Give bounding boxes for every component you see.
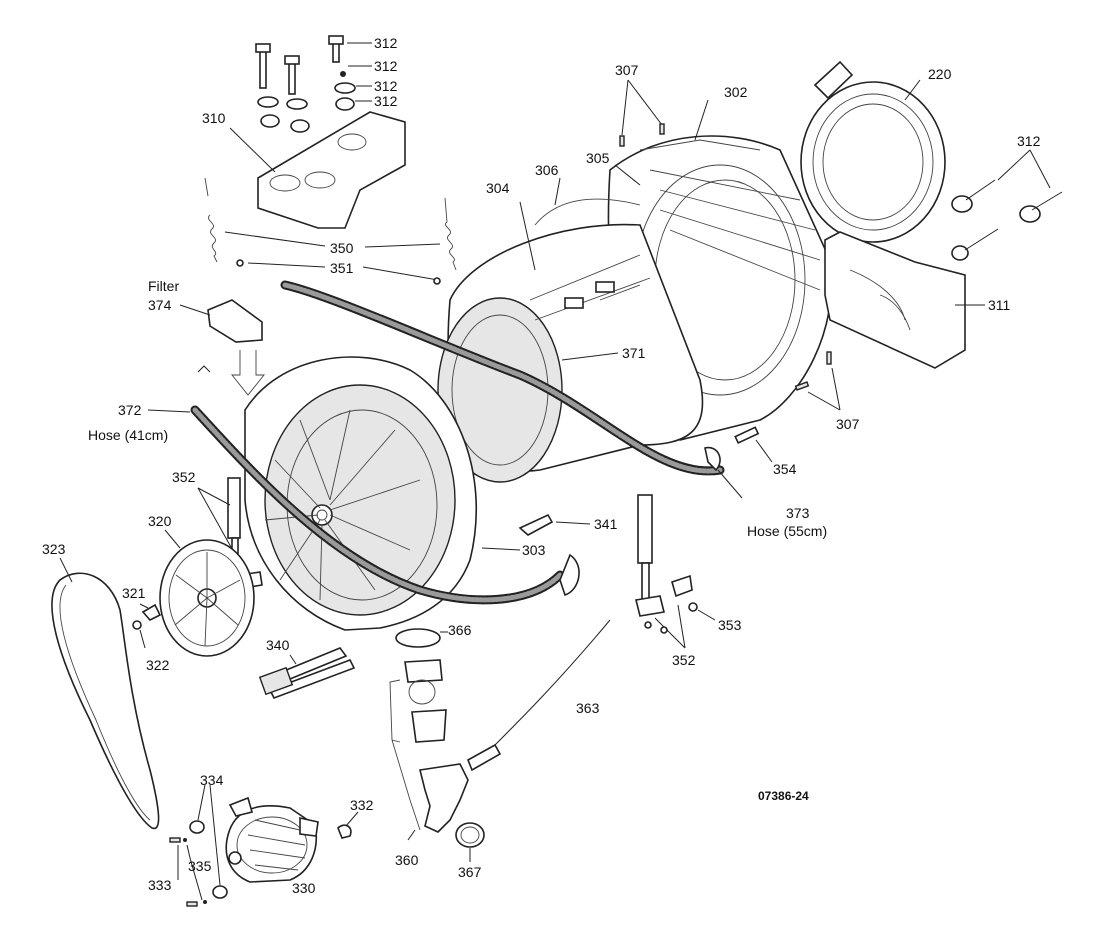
hoses (147, 280, 743, 605)
pulley-320 (159, 529, 255, 657)
counterweight-310 (229, 111, 406, 229)
label-373: 373 (786, 505, 810, 521)
small-parts-321-322 (132, 603, 162, 649)
label-333: 333 (148, 877, 172, 893)
label-312b: 312 (374, 58, 398, 74)
motor-330 (225, 796, 319, 883)
label-332: 332 (350, 797, 374, 813)
label-322: 322 (146, 657, 170, 673)
label-330: 330 (292, 880, 316, 896)
label-334: 334 (200, 772, 224, 788)
label-350: 350 (330, 240, 354, 256)
label-307b: 307 (836, 416, 860, 432)
rear-tub-303 (244, 356, 521, 631)
label-341: 341 (594, 516, 618, 532)
label-371: 371 (622, 345, 646, 361)
pump-assembly-360 (389, 628, 485, 862)
label-320: 320 (148, 513, 172, 529)
label-323: 323 (42, 541, 66, 557)
label-354: 354 (773, 461, 797, 477)
clips-341-353 (518, 513, 716, 634)
label-302: 302 (724, 84, 748, 100)
label-352a: 352 (172, 469, 196, 485)
label-335: 335 (188, 858, 212, 874)
mounting-bolts (255, 35, 372, 133)
label-hose-55cm: Hose (55cm) (747, 523, 828, 539)
label-352b: 352 (672, 652, 696, 668)
label-321: 321 (122, 585, 146, 601)
label-351: 351 (330, 260, 354, 276)
label-366: 366 (448, 622, 472, 638)
label-312d: 312 (374, 93, 398, 109)
label-305: 305 (586, 150, 610, 166)
label-312c: 312 (374, 78, 398, 94)
motor-fixings (169, 784, 359, 907)
counterweight-311 (824, 231, 985, 369)
filter-374 (179, 299, 265, 396)
label-363: 363 (576, 700, 600, 716)
label-353: 353 (718, 617, 742, 633)
label-filter: Filter (148, 278, 180, 294)
label-311: 311 (988, 297, 1011, 313)
bolts-307-354 (734, 351, 841, 463)
springs-350 (204, 177, 457, 285)
door-seal-220 (800, 60, 946, 243)
pressure-tube-363 (466, 619, 611, 772)
belt-323 (51, 557, 160, 830)
label-306: 306 (535, 162, 559, 178)
label-372: 372 (118, 402, 142, 418)
feet-312-right (951, 149, 1063, 261)
label-hose-41cm: Hose (41cm) (88, 427, 169, 443)
label-340: 340 (266, 637, 290, 653)
label-307a: 307 (615, 62, 639, 78)
label-367: 367 (458, 864, 482, 880)
label-303: 303 (522, 542, 546, 558)
label-310: 310 (202, 110, 226, 126)
label-312e: 312 (1017, 133, 1041, 149)
label-304: 304 (486, 180, 510, 196)
label-374: 374 (148, 297, 172, 313)
label-312a: 312 (374, 35, 398, 51)
heater-340 (258, 647, 356, 700)
drawing-code: 07386-24 (758, 789, 809, 803)
label-360: 360 (395, 852, 419, 868)
label-220: 220 (928, 66, 952, 82)
